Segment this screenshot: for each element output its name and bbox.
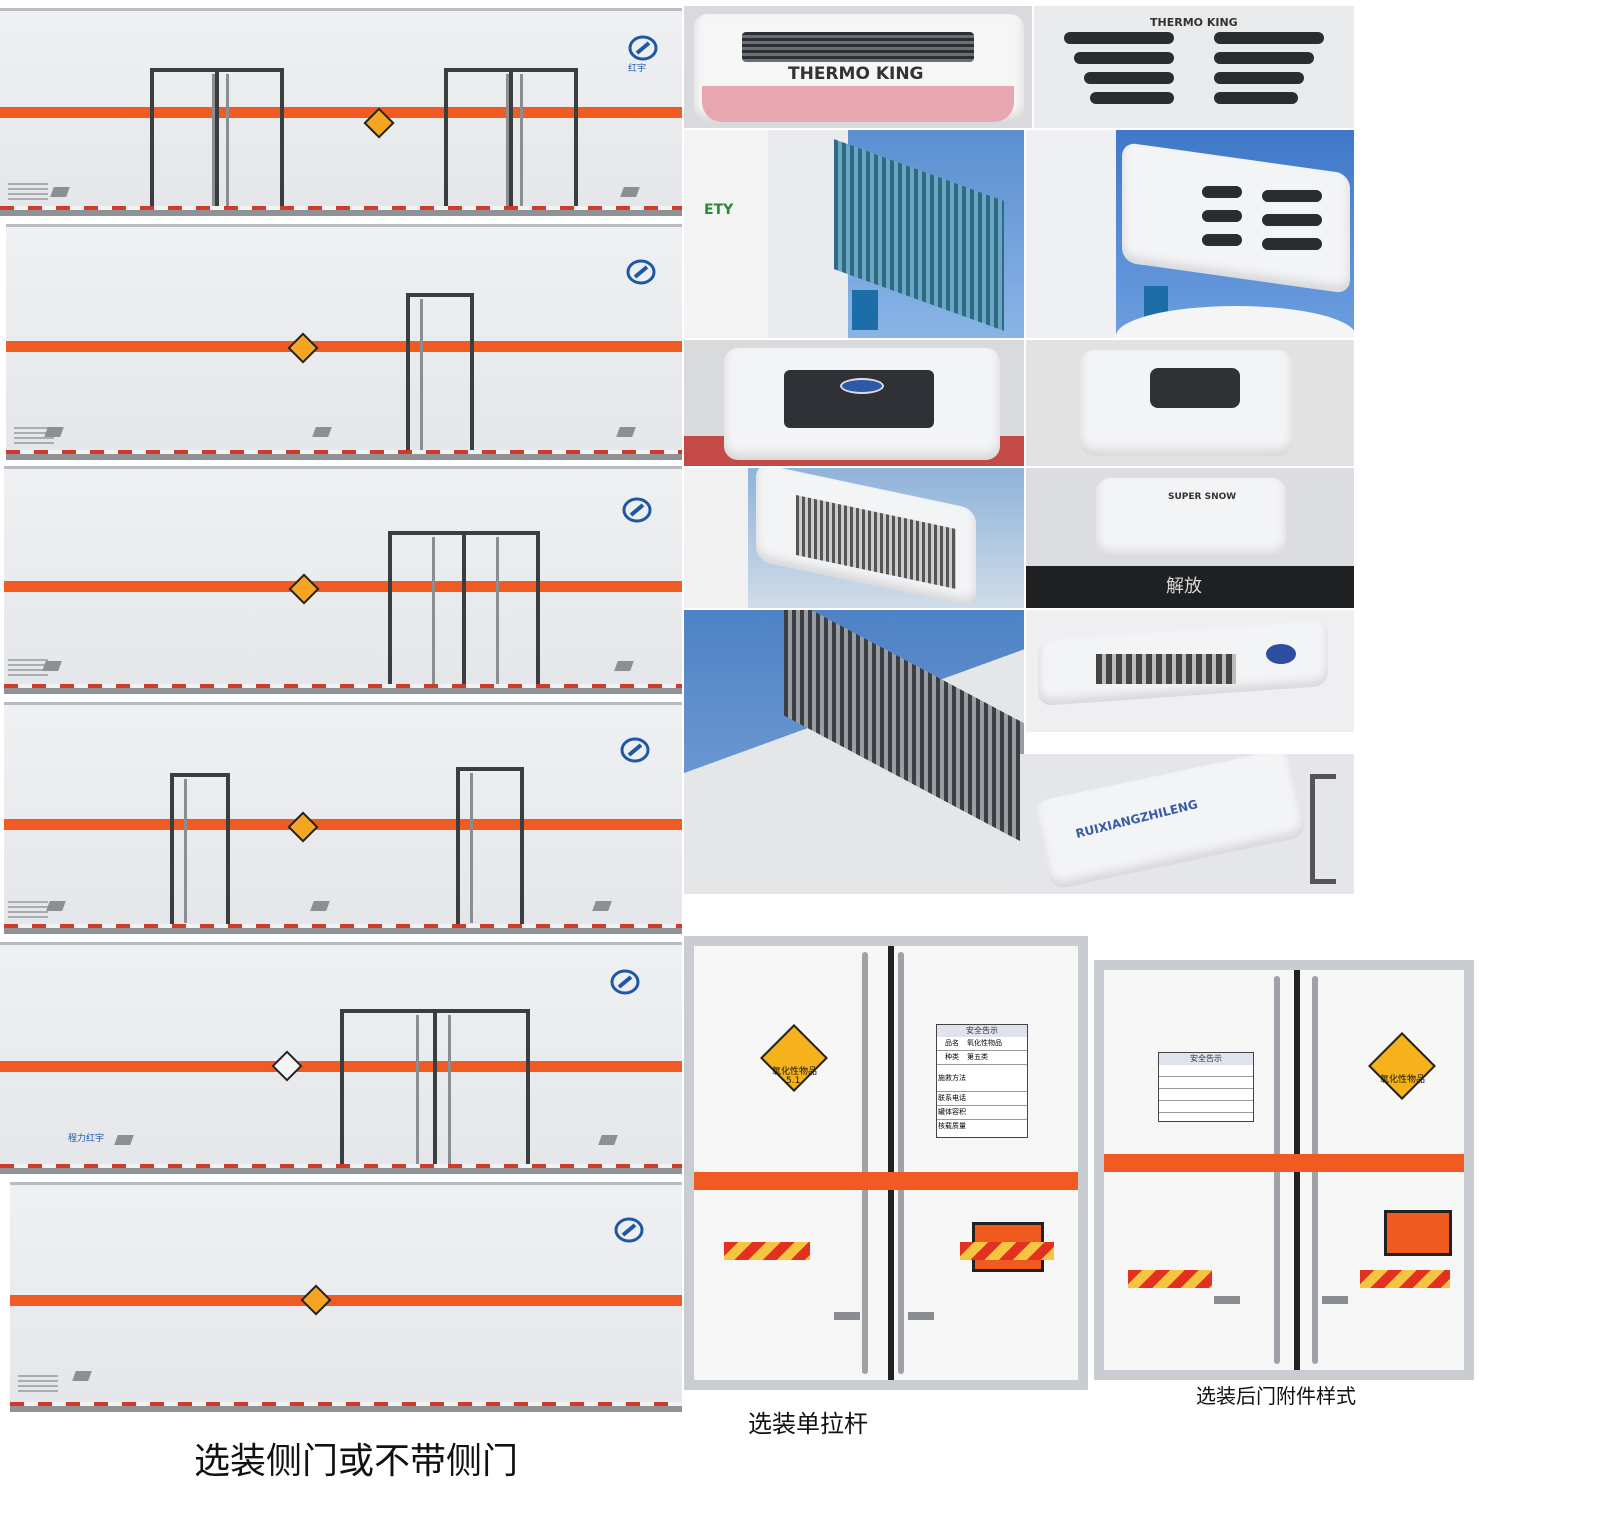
hongyu-logo (620, 737, 650, 763)
notice-title: 安全告示 (937, 1025, 1027, 1037)
photo-carrier-front (684, 340, 1024, 466)
photo-thermo-king-front: THERMO KING (684, 6, 1032, 128)
company-label (8, 659, 48, 677)
company-text: 程力红宇 (68, 1134, 105, 1144)
side-door-single (406, 293, 474, 454)
reflector-plate (620, 187, 640, 197)
side-door-double (388, 531, 540, 688)
reflector-plate (310, 901, 330, 911)
hongyu-logo (610, 969, 640, 995)
reflector-plate (114, 1135, 134, 1145)
caption-single-rod: 选装单拉杆 (748, 1410, 868, 1438)
photo-unit-roof (1026, 610, 1354, 732)
brand-text: SUPER SNOW (1168, 492, 1237, 502)
jiefang-text: 解放 (1166, 576, 1202, 597)
safety-notice: 安全告示 (1158, 1052, 1254, 1122)
reflector-strip (1360, 1270, 1450, 1288)
side-door-single (170, 773, 230, 928)
rear-door-single-rod: 氧化性物品 5.1 安全告示 品名氧化性物品 种类第五类 施救方法 联系电话 罐… (684, 936, 1088, 1390)
side-panel-5: 程力红宇 (0, 942, 682, 1174)
safety-notice: 安全告示 品名氧化性物品 种类第五类 施救方法 联系电话 罐体容积 核载质量 (936, 1024, 1028, 1138)
side-panel-2 (6, 224, 682, 460)
caption-side-doors: 选装侧门或不带侧门 (194, 1441, 519, 1482)
company-label (8, 901, 48, 919)
hongyu-logo (622, 497, 652, 523)
reflector-plate (616, 427, 636, 437)
hazard-class: 5.1 (786, 1076, 801, 1086)
reflector-plate (592, 901, 612, 911)
hazmat-diamond (287, 332, 319, 364)
reflector-plate (614, 661, 634, 671)
reflector-plate (50, 187, 70, 197)
side-door-double (444, 68, 578, 210)
side-panel-6 (10, 1182, 682, 1412)
caption-rear-accessory: 选装后门附件样式 (1196, 1384, 1356, 1408)
reflector-plate (46, 901, 66, 911)
hazard-label: 氧化性物品 (1380, 1075, 1426, 1085)
hazard-diamond (1368, 1032, 1436, 1100)
hongyu-logo (628, 35, 658, 61)
orange-stripe (0, 107, 682, 118)
company-label (18, 1375, 58, 1393)
hongyu-logo (626, 259, 656, 285)
company-label (8, 183, 48, 201)
reflector-plate (42, 661, 62, 671)
orange-stripe (4, 581, 682, 592)
hazmat-diamond (271, 1050, 303, 1082)
side-door-double (340, 1009, 530, 1168)
orange-stripe (6, 341, 682, 352)
reflector-plate (72, 1371, 92, 1381)
photo-unit-low-angle (684, 468, 1024, 608)
reflector-strip (960, 1242, 1054, 1260)
rear-door-accessory: 氧化性物品 安全告示 (1094, 960, 1474, 1380)
photo-unit-front-2 (1026, 340, 1354, 466)
hazmat-diamond (287, 811, 319, 843)
orange-stripe (4, 819, 682, 830)
hazard-label: 氧化性物品 (772, 1067, 818, 1077)
brand-text: THERMO KING (1150, 16, 1238, 29)
reflector-plate (312, 427, 332, 437)
side-panel-4 (4, 702, 682, 934)
company-label (14, 427, 54, 445)
brand-text: THERMO KING (788, 64, 924, 84)
grille (742, 32, 974, 62)
side-door-double (150, 68, 284, 210)
photo-ruixiang: RUIXIANGZHILENG (1020, 754, 1354, 894)
hazmat-diamond (300, 1284, 332, 1316)
photo-unit-side-angle: ETY (684, 130, 1024, 338)
side-door-single (456, 767, 524, 928)
logo-text: 红宇 (628, 64, 647, 74)
side-panel-1: 红宇 (0, 8, 682, 216)
safety-text: ETY (704, 202, 734, 218)
photo-unit-profile (684, 610, 1024, 894)
side-panel-3 (4, 466, 682, 694)
hongyu-logo (614, 1217, 644, 1243)
photo-super-snow: SUPER SNOW 解放 (1026, 468, 1354, 608)
orange-stripe (10, 1295, 682, 1306)
reflector-plate (44, 427, 64, 437)
photo-thermo-king-top: THERMO KING (1034, 6, 1354, 128)
reflector-strip (724, 1242, 810, 1260)
photo-unit-corner (1026, 130, 1354, 338)
reflector-plate (598, 1135, 618, 1145)
reflector-strip (1128, 1270, 1212, 1288)
hazmat-diamond (288, 573, 320, 605)
orange-plate (1384, 1210, 1452, 1256)
